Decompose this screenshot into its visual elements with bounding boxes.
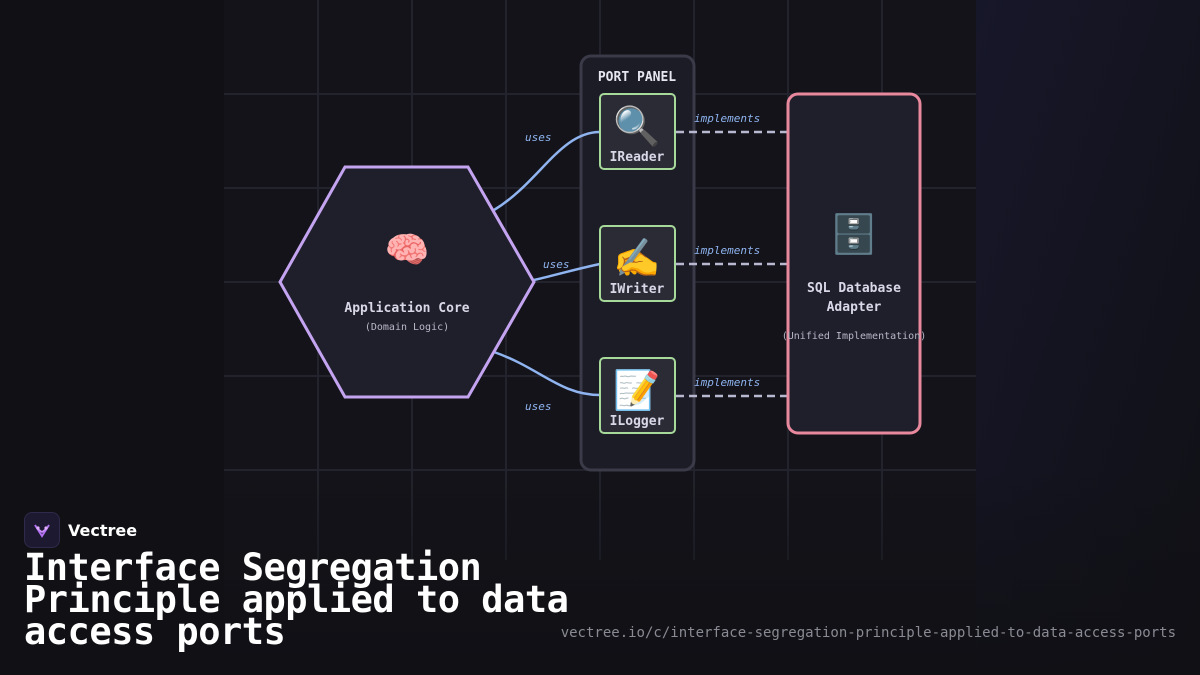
port-iwriter-box — [599, 225, 676, 302]
file-cabinet-icon: 🗄️ — [830, 212, 877, 256]
implements-label-iwriter: implements — [694, 244, 760, 257]
port-iwriter[interactable]: ✍️ IWriter — [599, 225, 676, 302]
page-url[interactable]: vectree.io/c/interface-segregation-princ… — [560, 625, 1176, 641]
brand-name: Vectree — [68, 520, 138, 540]
port-ireader-label: IReader — [610, 150, 665, 165]
memo-icon: 📝 — [613, 368, 660, 412]
adapter-title-line2: Adapter — [827, 300, 882, 315]
implements-label-ireader: implements — [694, 112, 760, 125]
implements-label-ilogger: implements — [694, 376, 760, 389]
page-title: Interface Segregation Principle applied … — [24, 546, 569, 653]
sql-adapter-node[interactable]: 🗄️ SQL Database Adapter (Unified Impleme… — [782, 92, 927, 435]
adapter-box — [786, 92, 922, 435]
port-ireader-box — [599, 93, 676, 170]
uses-label-ireader: uses — [525, 131, 552, 144]
port-ireader[interactable]: 🔍 IReader — [599, 93, 676, 170]
vectree-logo-icon — [24, 512, 60, 548]
brain-icon: 🧠 — [385, 230, 430, 271]
core-title: Application Core — [344, 301, 469, 316]
uses-edges — [493, 130, 601, 397]
uses-label-iwriter: uses — [543, 258, 570, 271]
port-ilogger[interactable]: 📝 ILogger — [599, 357, 676, 434]
edge-core-ilogger — [493, 350, 601, 397]
port-panel-title: PORT PANEL — [598, 70, 676, 85]
adapter-subtitle: (Unified Implementation) — [782, 331, 927, 342]
core-hexagon — [278, 165, 536, 399]
writing-hand-icon: ✍️ — [613, 236, 660, 280]
port-ilogger-box — [599, 357, 676, 434]
edge-core-ireader — [493, 130, 601, 212]
implements-edges — [676, 130, 788, 398]
uses-label-ilogger: uses — [525, 400, 552, 413]
core-subtitle: (Domain Logic) — [365, 322, 449, 333]
port-iwriter-label: IWriter — [610, 282, 665, 297]
brand: Vectree — [24, 512, 137, 548]
edge-core-iwriter — [533, 262, 601, 282]
application-core-node[interactable]: 🧠 Application Core (Domain Logic) — [278, 165, 536, 399]
magnifier-icon: 🔍 — [613, 102, 660, 148]
port-ilogger-label: ILogger — [610, 414, 665, 429]
adapter-title-line1: SQL Database — [807, 281, 901, 296]
bottom-fade — [0, 470, 1200, 675]
